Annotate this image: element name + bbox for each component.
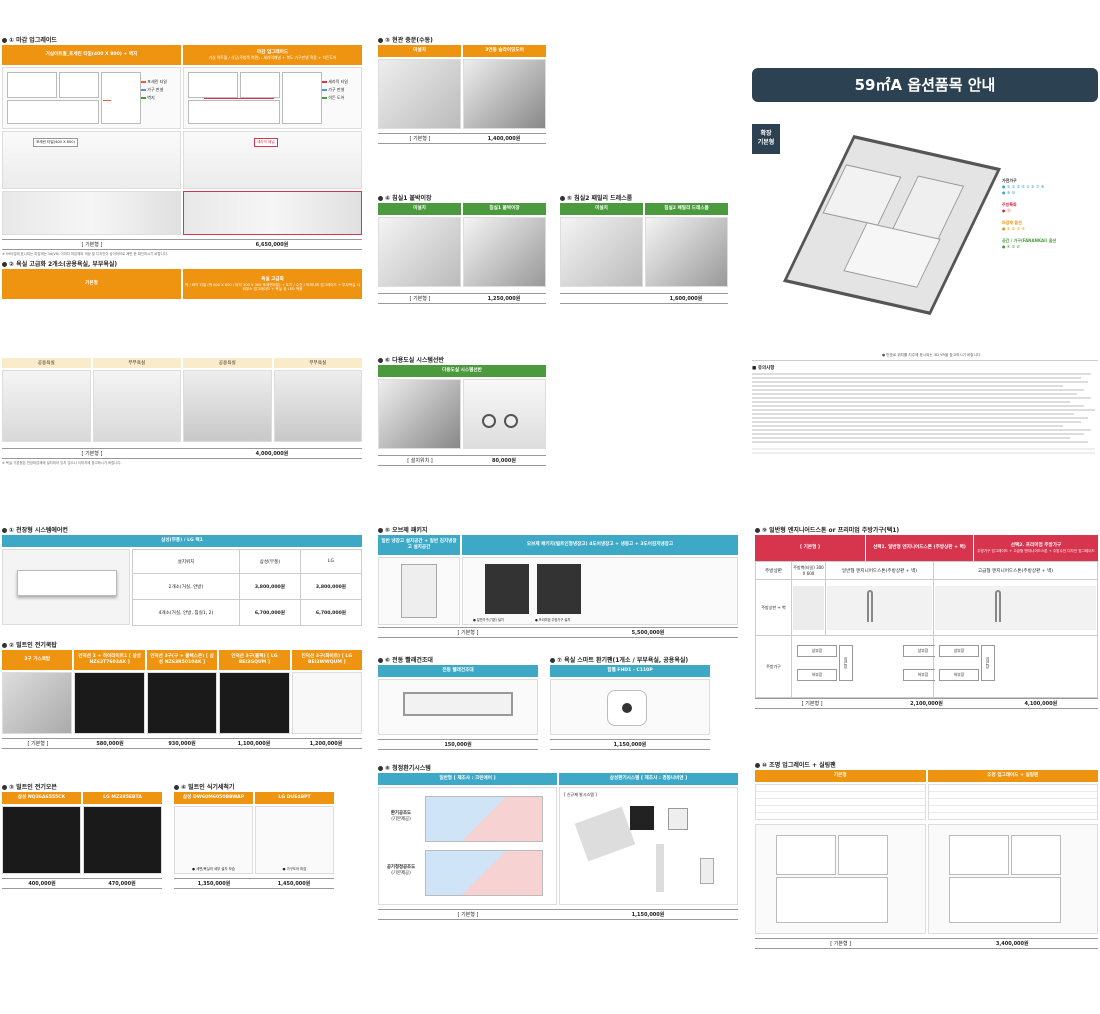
panel-top-left-bath: 공용욕실 부부욕실 공용욕실 부부욕실 [ 기본형 ]4,000,000원 ※ … bbox=[2, 358, 362, 523]
floorplan-basic: 포세린 타일 가구 판넬 벽지 bbox=[2, 67, 181, 129]
lighting-table-upgrade bbox=[927, 784, 1098, 820]
col-basic-bath: 기본형 bbox=[2, 269, 181, 300]
render-artwall-upgrade: 세라믹 패널 bbox=[183, 131, 362, 189]
fridge-basic bbox=[378, 557, 460, 625]
render-corridor-upgrade bbox=[183, 191, 362, 235]
dressroom-basic bbox=[560, 217, 643, 287]
ventilation-premium: [ 신규제 발시스템 ] bbox=[559, 787, 738, 905]
panel-top-left: ① 마감 업그레이드 거실아트월_포세린 타일(400 X 800) + 벽지 … bbox=[2, 36, 362, 326]
dishwasher-samsung: ● 세면/욕실의 세부 설치 모습 bbox=[174, 806, 253, 874]
bath-upgrade-master bbox=[273, 370, 362, 442]
utility-plan bbox=[378, 379, 461, 449]
laundry-dryer bbox=[378, 679, 538, 735]
oven-lg bbox=[83, 806, 162, 874]
legend-tile: 포세린 타일 bbox=[147, 79, 167, 84]
door-basic bbox=[378, 59, 461, 129]
panel-top-mid-3: ⑥ 다용도실 시스템선반 다용도실 시스템선반 [ 설치위치 ]80,000원 bbox=[378, 356, 748, 526]
bath-basic-common bbox=[2, 370, 91, 442]
cooktop-gas bbox=[2, 672, 73, 734]
dishwasher-lg: ● 가구도어 마감 bbox=[255, 806, 334, 874]
panel-top-mid-2: ④ 침실1 붙박이장 미설치 침실1 붙박이장 [ 기본형 ]1,250,000… bbox=[378, 194, 748, 364]
legend-hidden-door: 히든 도어 bbox=[328, 95, 345, 100]
price-row-finish: [ 기본형 ]6,650,000원 bbox=[2, 239, 362, 250]
cooktop-lg-black bbox=[219, 672, 290, 734]
ventilation-basic: 환기공조도(기본제공) 공기청정공조도(기본제공) bbox=[378, 787, 557, 905]
plan-title-banner: 59㎡A 옵션품목 안내 bbox=[752, 68, 1098, 102]
oven-samsung bbox=[2, 806, 81, 874]
dressroom-option bbox=[645, 217, 728, 287]
utility-shelf bbox=[463, 379, 546, 449]
cooktop-samsung-1 bbox=[74, 672, 145, 734]
panel-bottom-right: ⑨ 일반형 엔지니어드스톤 or 프리미엄 주방가구(택1) [ 기본형 ] 선… bbox=[755, 526, 1098, 1006]
legend-panel-2: 가구 판넬 bbox=[328, 87, 345, 92]
section-title-door: ③ 현관 중문(수동) bbox=[378, 36, 546, 45]
col-basic-finish: 거실아트월_포세린 타일(400 X 800) + 벽지 bbox=[2, 45, 181, 65]
bath-basic-master bbox=[92, 370, 181, 442]
section-title-finish-upgrade: ① 마감 업그레이드 bbox=[2, 36, 362, 45]
aircon-image bbox=[2, 549, 130, 625]
price-row-bath: [ 기본형 ]4,000,000원 bbox=[2, 448, 362, 459]
legend-wallpaper: 벽지 bbox=[147, 95, 155, 100]
render-artwall-basic: 포세린 타일(400 X 800) bbox=[2, 131, 181, 189]
render-corridor-basic bbox=[2, 191, 181, 235]
notes-lines bbox=[752, 373, 1098, 454]
cooktop-lg-white bbox=[291, 672, 362, 734]
lighting-plan-upgrade bbox=[927, 824, 1098, 934]
section-title-bath: ② 욕실 고급화 2개소(공용욕실, 부부욕실) bbox=[2, 260, 362, 269]
cooktop-samsung-2 bbox=[146, 672, 218, 734]
floorplan-upgrade: 세라믹 타일 가구 판넬 히든 도어 bbox=[183, 67, 362, 129]
door-option bbox=[463, 59, 546, 129]
panel-top-mid: ③ 현관 중문(수동) 미설치 3연동 슬라이딩도어 [ 기본형 ]1,400,… bbox=[378, 36, 546, 526]
lighting-plan-basic bbox=[755, 824, 926, 934]
closet-option bbox=[463, 217, 546, 287]
fridge-objet: ● 일반가구(기본) 설치● 프리미엄 주방가구 설치 bbox=[462, 557, 738, 625]
bath-upgrade-common bbox=[183, 370, 272, 442]
panel-bottom-mid: ⑤ 오브제 패키지 일반 냉장고 설치공간 + 일반 김치냉장고 설치공간 오브… bbox=[378, 526, 738, 1006]
legend-ceramic: 세라믹 타일 bbox=[328, 79, 348, 84]
legend-panel: 가구 판넬 bbox=[147, 87, 164, 92]
smart-fan bbox=[550, 679, 710, 735]
closet-basic bbox=[378, 217, 461, 287]
lighting-table-basic bbox=[755, 784, 926, 820]
